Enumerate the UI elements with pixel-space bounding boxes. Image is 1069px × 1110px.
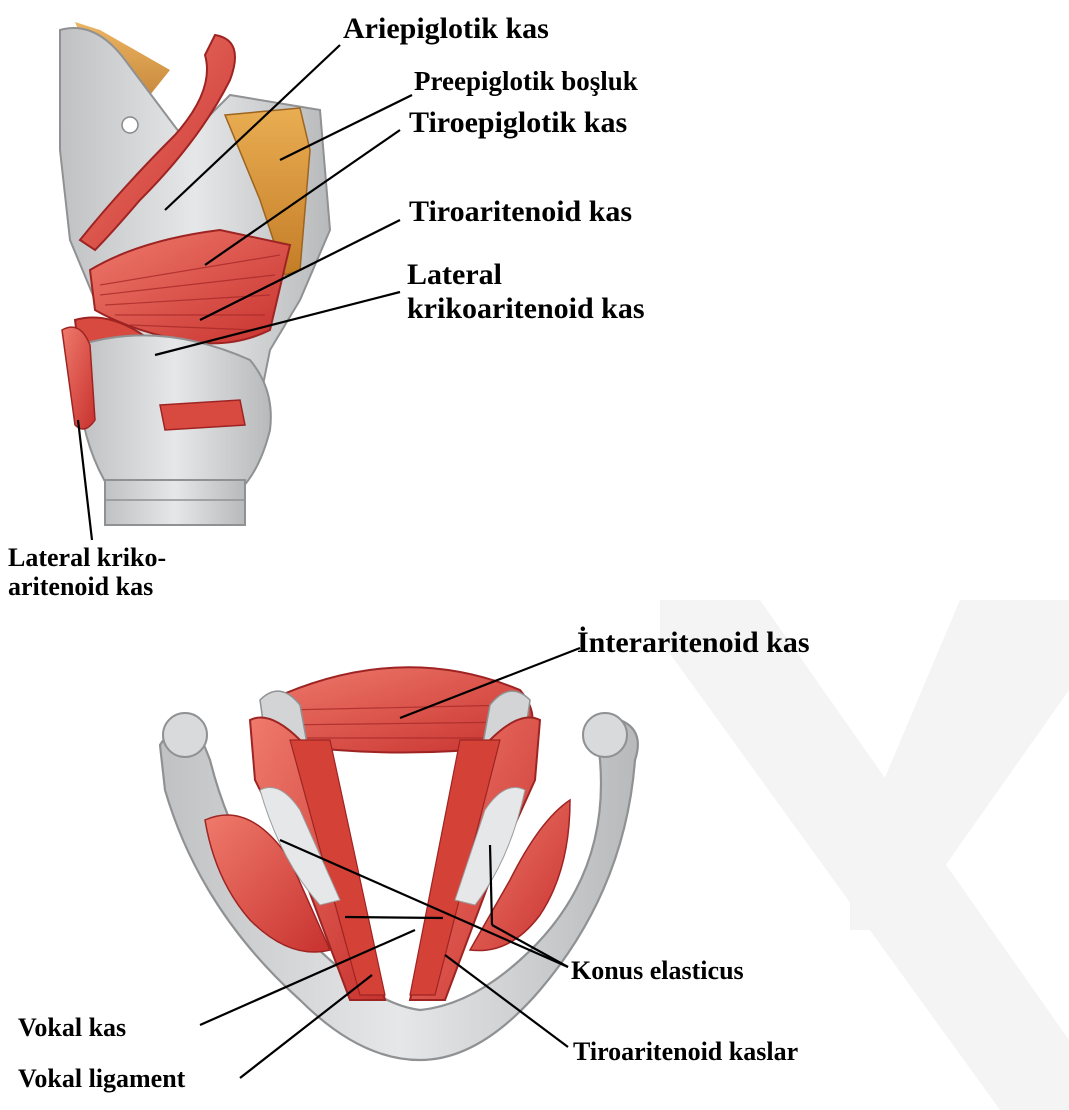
label-interaritenoid-kas: İnteraritenoid kas [577,626,810,660]
trachea [105,480,245,525]
bottom-larynx-illustration [160,667,638,1060]
top-larynx-illustration [60,22,330,525]
watermark [660,600,1069,1110]
label-konus-elasticus: Konus elasticus [571,956,744,985]
label-vokal-ligament: Vokal ligament [18,1064,185,1093]
label-lateral-kriko-aritenoid-kas: Lateral kriko- aritenoid kas [8,543,166,601]
label-tiroaritenoid-kaslar: Tiroaritenoid kaslar [573,1037,798,1066]
label-preepiglotik-bosluk: Preepiglotik boşluk [414,66,638,96]
label-tiroaritenoid-kas: Tiroaritenoid kas [409,195,632,229]
label-vokal-kas: Vokal kas [18,1013,126,1042]
label-tiroepiglotik-kas: Tiroepiglotik kas [409,106,627,140]
label-lateral-krikoaritenoid-kas: Lateral krikoaritenoid kas [407,258,645,325]
label-ariepiglotik-kas: Ariepiglotik kas [343,12,549,46]
